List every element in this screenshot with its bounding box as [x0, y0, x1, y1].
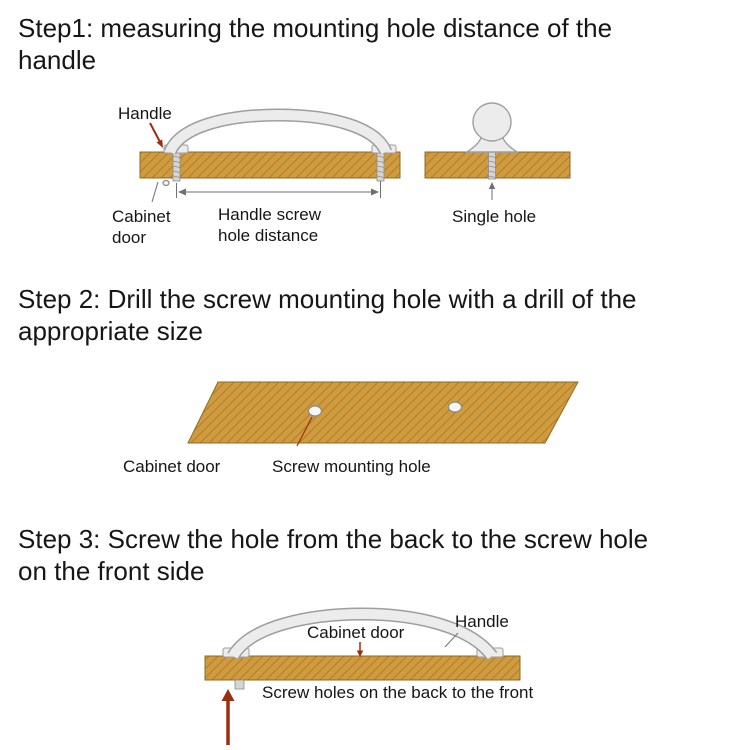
step2-diagram [187, 381, 579, 447]
cabinet-door-board [139, 151, 401, 179]
step3-title-line1: Step 3: Screw the hole from the back to … [18, 524, 649, 554]
handle-leader [444, 632, 459, 648]
step3-title: Step 3: Screw the hole from the back to … [18, 523, 718, 587]
step2-cabinet-door-label: Cabinet door [123, 457, 221, 476]
screw-mounting-hole-right [447, 401, 463, 413]
screw-mounting-hole-left [307, 405, 323, 417]
handle-screw-left [172, 151, 181, 182]
back-to-front-arrow-icon [221, 689, 235, 745]
arch-handle [222, 607, 504, 661]
arch-handle [163, 108, 397, 156]
step2-title: Step 2: Drill the screw mounting hole wi… [18, 283, 718, 347]
step3-diagram [204, 607, 521, 745]
single-hole-leader [488, 182, 496, 200]
step2-title-line2: appropriate size [18, 316, 203, 346]
knob-handle [464, 102, 520, 153]
back-screw-head [234, 679, 245, 690]
step3-title-line2: on the front side [18, 556, 205, 586]
cabinet-door-board [187, 381, 579, 444]
step1-single-hole-label: Single hole [452, 207, 537, 226]
step1-diagram [139, 102, 571, 203]
step3-cabinet-door-label: Cabinet door [307, 623, 405, 642]
step2-title-line1: Step 2: Drill the screw mounting hole wi… [18, 284, 637, 314]
cabinet-door-leader [356, 642, 364, 657]
step2-screw-hole-label: Screw mounting hole [272, 457, 431, 476]
cabinet-door-leader [151, 181, 159, 203]
step1-handle-label: Handle [118, 104, 172, 123]
handle-screw-right [376, 151, 385, 182]
step1-screw-distance-label: Handle screw hole distance [218, 205, 321, 245]
step3-handle-label: Handle [455, 612, 509, 631]
knob-screw [488, 151, 496, 180]
step1-title-line1: Step1: measuring the mounting hole dista… [18, 13, 613, 43]
knob-board [424, 151, 571, 179]
screw-distance-dimension [176, 181, 381, 198]
handle-pointer-arrow-icon [149, 122, 163, 148]
screw-tip-hole [162, 179, 170, 187]
step1-title-line2: handle [18, 45, 97, 75]
cabinet-door-board [204, 655, 521, 681]
step1-cabinet-door-label: Cabinet door [112, 207, 171, 247]
screw-hole-leader [296, 416, 313, 447]
step3-screw-holes-label: Screw holes on the back to the front [262, 683, 534, 702]
step1-title: Step1: measuring the mounting hole dista… [18, 12, 718, 76]
